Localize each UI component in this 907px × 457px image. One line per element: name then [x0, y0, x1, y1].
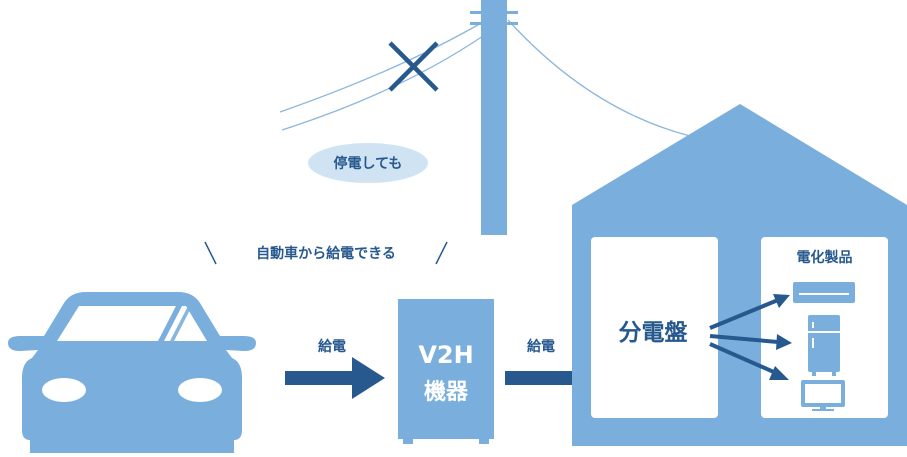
car-icon	[8, 292, 256, 453]
panel-arrows	[709, 294, 792, 380]
refrigerator-icon	[808, 315, 840, 376]
outage-bubble	[308, 143, 428, 183]
utility-pole-icon	[470, 0, 518, 235]
supply-arrow-left	[285, 357, 385, 399]
v2h-device	[398, 299, 494, 444]
television-icon	[801, 380, 845, 411]
device-label-line1: V2H	[418, 341, 474, 369]
distribution-panel-box	[591, 237, 718, 418]
panel-label: 分電盤	[618, 320, 688, 346]
device-label-line2: 機器	[423, 380, 468, 405]
air-conditioner-icon	[793, 282, 855, 303]
headline-slashes	[204, 241, 448, 265]
outage-label: 停電しても	[333, 156, 403, 172]
appliances-label: 電化製品	[796, 250, 853, 266]
headline-label: 自動車から給電できる	[256, 246, 396, 262]
house-icon	[572, 104, 907, 446]
supply-label-left: 給電	[318, 339, 346, 355]
cross-mark-icon	[388, 41, 439, 92]
supply-label-right: 給電	[527, 339, 555, 355]
